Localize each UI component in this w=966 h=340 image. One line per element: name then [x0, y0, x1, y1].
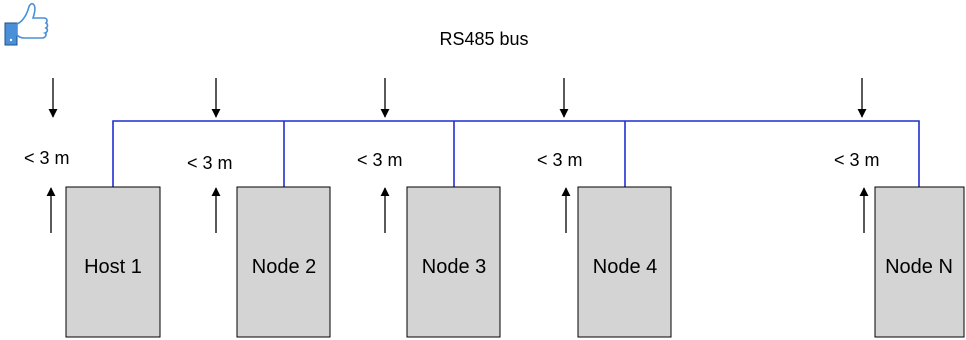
distance-label-3: < 3 m: [357, 150, 403, 170]
device-label: Node N: [885, 256, 953, 278]
device-node-n: Node N: [874, 186, 965, 338]
device-node-3: Node 3: [406, 186, 501, 338]
distance-label-2: < 3 m: [187, 153, 233, 173]
device-box: [65, 186, 161, 338]
device-node-4: Node 4: [577, 186, 672, 338]
device-box: [577, 186, 672, 338]
device-box: [406, 186, 501, 338]
rs485-bus: [112, 120, 920, 187]
device-box: [236, 186, 331, 338]
device-label: Node 2: [252, 256, 317, 278]
distance-label-4: < 3 m: [537, 150, 583, 170]
distance-label-1: < 3 m: [24, 148, 70, 168]
distance-label-5: < 3 m: [834, 150, 880, 170]
device-boxes: Host 1 Node 2 Node 3 Node 4 Node N: [65, 186, 965, 338]
diagram-title: RS485 bus: [439, 29, 528, 49]
bus-line: [112, 120, 920, 187]
device-box: [874, 186, 965, 338]
distance-arrows: [46, 78, 869, 233]
device-host-1: Host 1: [65, 186, 161, 338]
device-label: Node 4: [593, 256, 658, 278]
device-label: Host 1: [84, 256, 142, 278]
distance-labels: < 3 m < 3 m < 3 m < 3 m < 3 m: [24, 148, 880, 173]
thumbs-up-icon: [4, 2, 49, 46]
device-node-2: Node 2: [236, 186, 331, 338]
device-label: Node 3: [422, 256, 487, 278]
